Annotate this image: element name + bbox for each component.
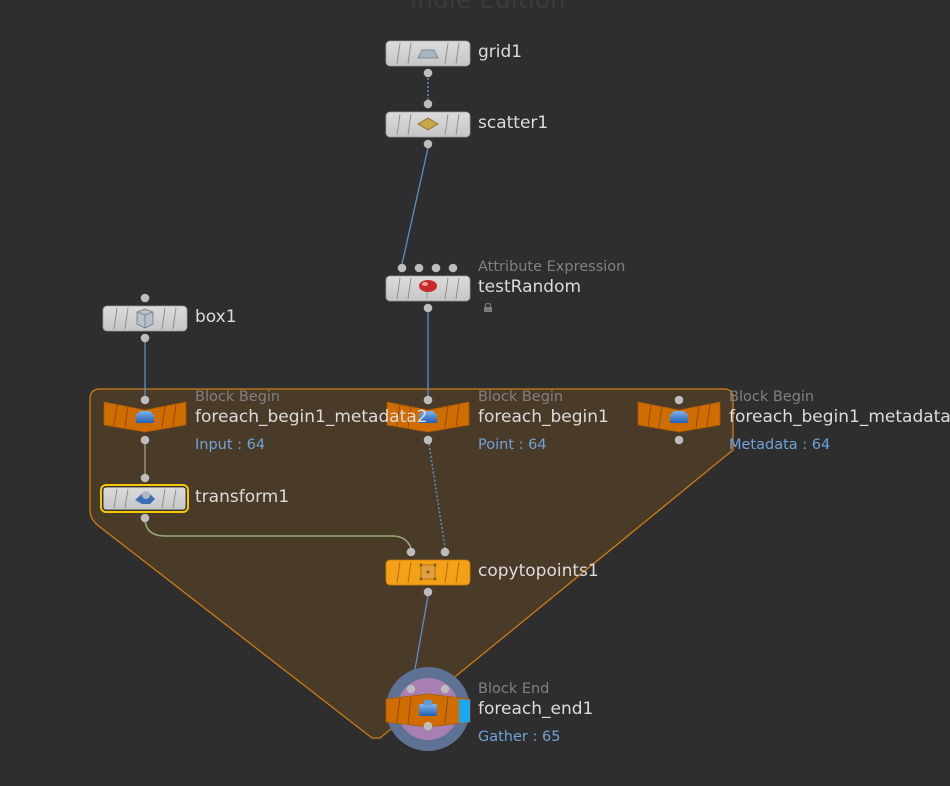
display-flag[interactable]	[459, 699, 470, 723]
node-label-metadata1[interactable]: foreach_begin1_metadata1	[729, 407, 950, 427]
input-connector[interactable]	[140, 473, 150, 483]
input-connector[interactable]	[674, 395, 684, 405]
node-type-metadata2: Block Begin	[195, 389, 281, 405]
node-label-foreach_begin1[interactable]: foreach_begin1	[478, 407, 609, 427]
input-connector[interactable]	[423, 99, 433, 109]
node-foreach_begin1_metadata1[interactable]	[637, 395, 721, 445]
node-info-foreach_begin1: Point : 64	[478, 437, 547, 453]
input-connector-3[interactable]	[431, 263, 441, 273]
input-connector-4[interactable]	[448, 263, 458, 273]
output-connector[interactable]	[423, 139, 433, 149]
node-copytopoints1[interactable]	[385, 547, 471, 597]
lock-icon	[484, 303, 492, 312]
attribute-expression-icon	[419, 280, 437, 298]
node-foreach_end1[interactable]	[385, 667, 471, 751]
input-connector[interactable]	[140, 293, 150, 303]
output-connector[interactable]	[674, 435, 684, 445]
block-end-icon	[419, 700, 437, 716]
output-connector[interactable]	[423, 68, 433, 78]
node-box1[interactable]	[102, 293, 188, 343]
transform-icon	[135, 491, 155, 504]
node-label-foreach_end1[interactable]: foreach_end1	[478, 699, 594, 719]
input-connector-1[interactable]	[406, 684, 416, 694]
output-connector[interactable]	[140, 435, 150, 445]
node-type-foreach_begin1: Block Begin	[478, 389, 564, 405]
node-foreach_begin1[interactable]	[386, 395, 470, 445]
node-info-foreach_end1: Gather : 65	[478, 729, 561, 745]
node-grid1[interactable]	[385, 40, 471, 78]
node-scatter1[interactable]	[385, 99, 471, 149]
output-connector[interactable]	[423, 435, 433, 445]
node-foreach_begin1_metadata2[interactable]	[103, 395, 187, 445]
node-label-transform1[interactable]: transform1	[195, 487, 290, 507]
wire-foreach_begin1-copytopoints1[interactable]	[428, 443, 446, 549]
node-label-copytopoints1[interactable]: copytopoints1	[478, 561, 599, 581]
output-connector[interactable]	[423, 587, 433, 597]
block-begin-icon	[136, 411, 154, 423]
node-transform1[interactable]	[100, 473, 189, 523]
node-label-grid1[interactable]: grid1	[478, 42, 523, 62]
input-connector-1[interactable]	[406, 547, 416, 557]
node-label-metadata2[interactable]: foreach_begin1_metadata2	[195, 407, 428, 427]
input-connector-1[interactable]	[397, 263, 407, 273]
input-connector-2[interactable]	[440, 684, 450, 694]
output-connector[interactable]	[423, 721, 433, 731]
node-type-testRandom: Attribute Expression	[478, 259, 626, 275]
node-type-foreach_end1: Block End	[478, 681, 550, 697]
input-connector-2[interactable]	[440, 547, 450, 557]
output-connector[interactable]	[423, 303, 433, 313]
output-connector[interactable]	[140, 333, 150, 343]
wire-transform1-copytopoints1[interactable]	[144, 520, 412, 549]
node-testRandom[interactable]	[385, 263, 471, 313]
node-label-box1[interactable]: box1	[195, 307, 237, 327]
input-connector-2[interactable]	[414, 263, 424, 273]
node-info-metadata2: Input : 64	[195, 437, 266, 453]
block-begin-icon	[419, 411, 437, 423]
box-icon	[136, 308, 154, 329]
node-info-metadata1: Metadata : 64	[729, 437, 831, 453]
node-label-scatter1[interactable]: scatter1	[478, 113, 549, 133]
input-connector[interactable]	[423, 395, 433, 405]
grid-icon	[417, 49, 439, 59]
edition-watermark: Indie Edition	[409, 0, 567, 14]
scatter-icon	[417, 117, 439, 131]
output-connector[interactable]	[140, 513, 150, 523]
block-begin-icon	[670, 411, 688, 423]
wire-scatter1-testRandom[interactable]	[401, 147, 429, 265]
node-label-testRandom[interactable]: testRandom	[478, 277, 582, 297]
copy-to-points-icon	[419, 563, 437, 581]
input-connector[interactable]	[140, 395, 150, 405]
node-type-metadata1: Block Begin	[729, 389, 815, 405]
